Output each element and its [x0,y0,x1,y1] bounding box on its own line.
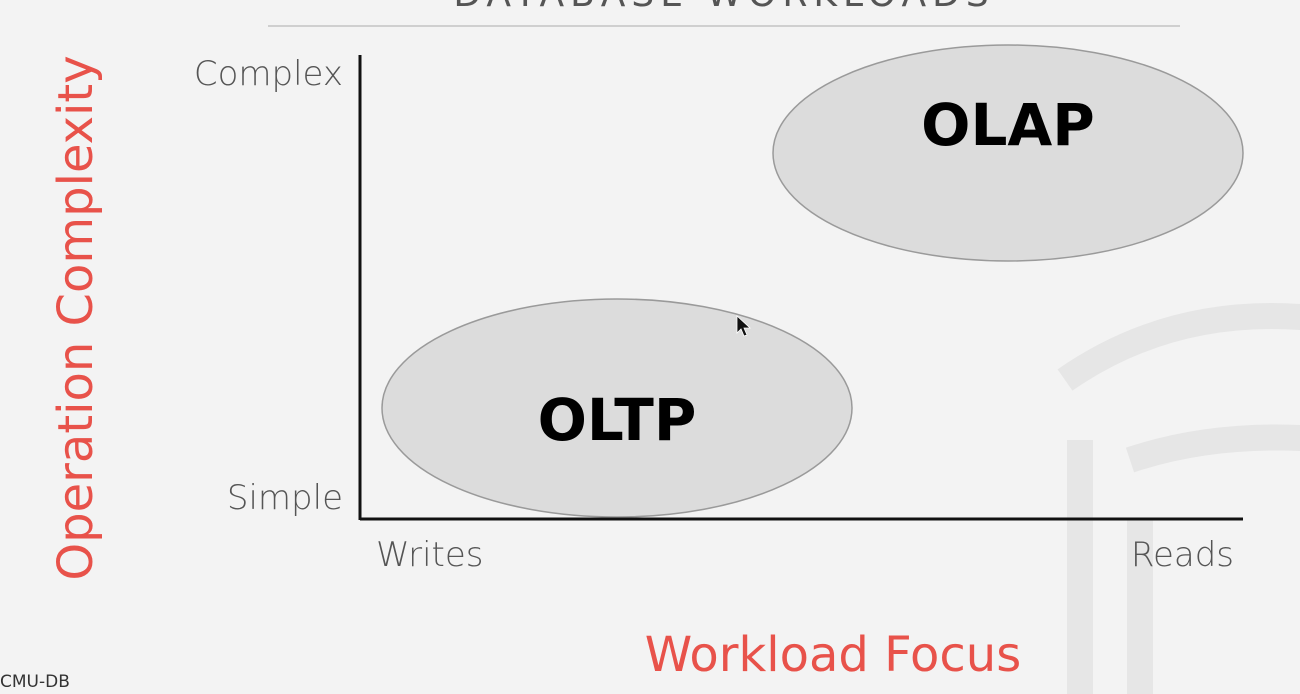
title-divider [268,25,1180,27]
x-axis-high-label: Reads [1131,535,1234,575]
olap-label: OLAP [921,91,1095,159]
footer-logo: CMU-DB [0,672,70,692]
y-axis-title: Operation Complexity [48,55,104,580]
oltp-region [381,298,853,518]
slide-title: DATABASE WORKLOADS [268,0,1180,10]
oltp-label: OLTP [538,386,697,454]
x-axis-low-label: Writes [376,535,483,575]
slide-title-text: DATABASE WORKLOADS [268,0,1180,10]
x-axis-title: Workload Focus [645,627,1021,683]
y-axis-high-label: Complex [194,54,343,94]
y-axis-low-label: Simple [227,478,343,518]
mouse-cursor-icon [736,315,752,337]
olap-region [772,44,1244,262]
